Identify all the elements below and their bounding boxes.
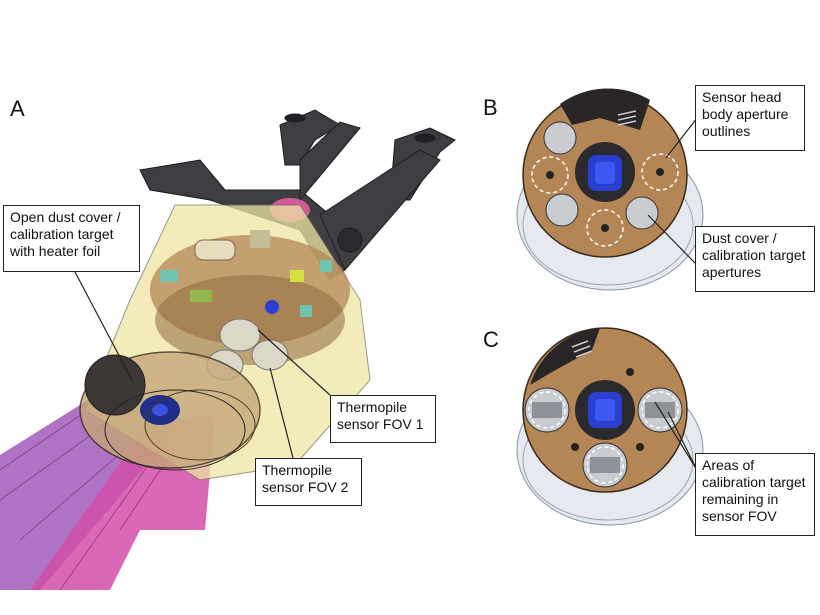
callout-fov2-line-2: sensor FOV 2 (262, 479, 349, 495)
panel-a-rendering (0, 109, 456, 591)
callout-fov2: Thermopile sensor FOV 2 (255, 458, 362, 506)
callout-fov1-line-2: sensor FOV 1 (337, 416, 424, 432)
mounting-bracket (139, 109, 456, 281)
callout-dust-cover: Open dust cover / calibration target wit… (3, 205, 140, 272)
callout-dust-cover-line-1: Open dust cover / (10, 209, 121, 225)
callout-cover-apertures-line-3: apertures (702, 264, 762, 280)
callout-aperture-outlines-line-2: body aperture (702, 106, 789, 122)
panel-c-front-view (516, 327, 704, 526)
callout-areas-remaining-line-4: sensor FOV (702, 508, 777, 524)
callout-areas-remaining-line-2: calibration target (702, 474, 806, 490)
callout-dust-cover-line-2: calibration target (10, 226, 114, 242)
callout-cover-apertures-line-1: Dust cover / (702, 230, 777, 246)
callout-areas-remaining-line-3: remaining in (702, 491, 779, 507)
callout-aperture-outlines-line-1: Sensor head (702, 89, 782, 105)
panel-b-front-view (516, 88, 704, 291)
callout-aperture-outlines-line-3: outlines (702, 123, 751, 139)
panel-letter-b: B (483, 95, 498, 120)
callout-fov1-line-1: Thermopile (337, 399, 408, 415)
callout-areas-remaining-line-1: Areas of (702, 457, 755, 473)
callout-aperture-outlines: Sensor head body aperture outlines (695, 85, 805, 151)
callout-fov1: Thermopile sensor FOV 1 (330, 395, 436, 443)
callout-cover-apertures-line-2: calibration target (702, 247, 806, 263)
callout-cover-apertures: Dust cover / calibration target aperture… (695, 226, 815, 292)
callout-dust-cover-line-3: with heater foil (10, 243, 101, 259)
callout-areas-remaining: Areas of calibration target remaining in… (695, 453, 815, 536)
panel-letter-a: A (10, 96, 25, 121)
callout-fov2-line-1: Thermopile (262, 462, 333, 478)
panel-letter-c: C (483, 327, 499, 352)
